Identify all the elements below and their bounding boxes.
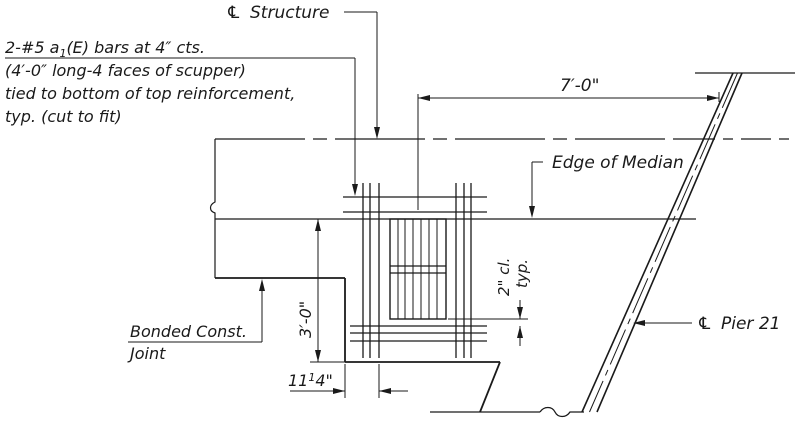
clear-cover-dimension: 2" cl. typ. [448, 258, 531, 346]
pier-21-label: Pier 21 [721, 314, 780, 334]
slab-outline [215, 277, 584, 418]
pier-21-column [581, 72, 795, 413]
clear-cover-label: 2" cl. [495, 258, 513, 296]
bars-note-line3: tied to bottom of top reinforcement, [5, 84, 295, 103]
reinforcing-bars [343, 183, 487, 358]
left-break-line [209, 139, 216, 278]
structure-cl-callout: ℄ Structure [226, 3, 380, 139]
structure-cl-label: Structure [250, 3, 329, 23]
bars-note: 2-#5 a1(E) bars at 4″ cts. (4′-0″ long-4… [5, 38, 358, 196]
clear-cover-typ-label: typ. [513, 259, 531, 288]
dimension-11-quarter: 1114" [288, 364, 408, 398]
centerline-symbol: ℄ [226, 3, 241, 23]
pier-centerline-symbol: ℄ [697, 314, 712, 334]
dim-7ft-label: 7′-0" [560, 76, 599, 96]
bars-note-line4: typ. (cut to fit) [5, 107, 122, 126]
dim-3ft-label: 3′-0" [296, 301, 315, 338]
dimension-7ft: 7′-0" [417, 76, 720, 210]
bonded-joint-line1: Bonded Const. [130, 322, 247, 341]
edge-of-median-callout: Edge of Median [529, 153, 684, 218]
dim-11-label: 1114" [288, 371, 333, 390]
bonded-joint-callout: Bonded Const. Joint [127, 279, 265, 363]
bonded-joint-line2: Joint [127, 344, 166, 363]
dimension-3ft: 3′-0" [296, 218, 345, 363]
scupper-opening [389, 218, 447, 320]
bars-note-line1: 2-#5 a1(E) bars at 4″ cts. [5, 38, 205, 60]
edge-of-median-label: Edge of Median [552, 153, 684, 173]
pier-21-callout: ℄ Pier 21 [633, 314, 780, 334]
bars-note-line2: (4′-0″ long-4 faces of scupper) [5, 61, 246, 80]
